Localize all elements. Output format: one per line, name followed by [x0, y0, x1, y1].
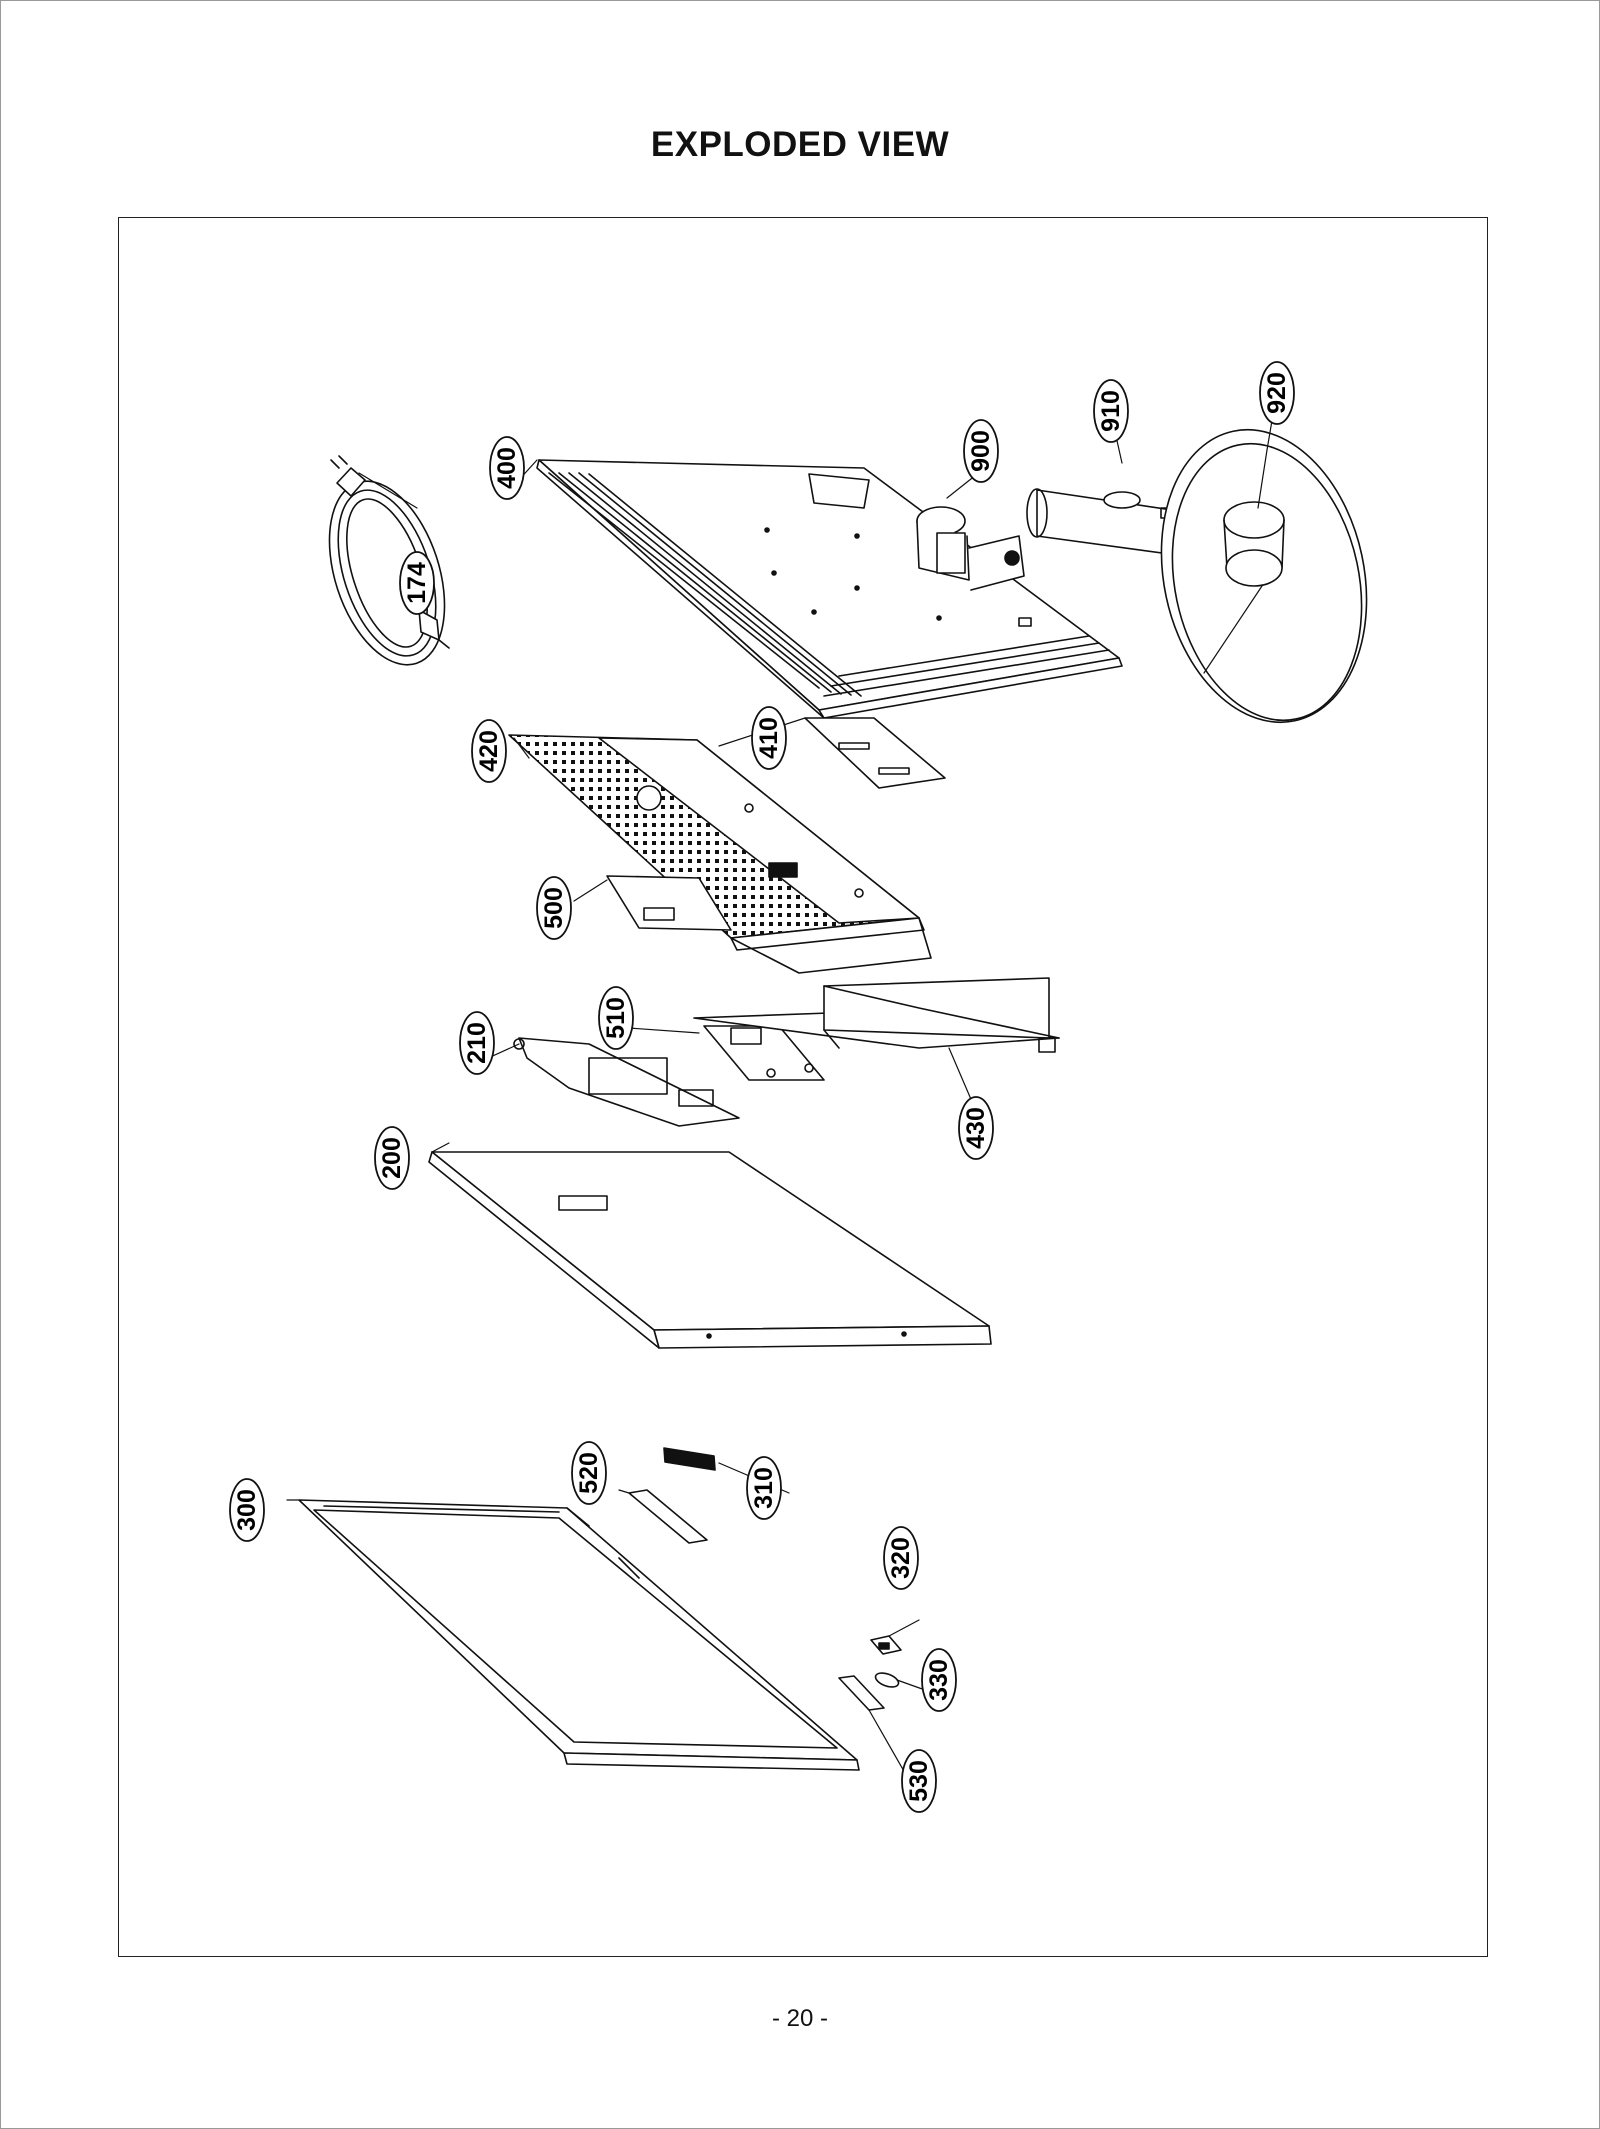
page-title: EXPLODED VIEW [650, 125, 950, 164]
power-button-part [870, 1635, 902, 1655]
callout-400-label: 400 [493, 447, 521, 489]
support-frame-part [513, 1037, 740, 1127]
callout-174-label: 174 [403, 562, 431, 604]
callout-174: 174 [399, 551, 435, 615]
callout-320: 320 [883, 1526, 919, 1590]
callout-320-label: 320 [887, 1537, 915, 1579]
callout-300: 300 [229, 1478, 265, 1542]
front-bezel-part [298, 1499, 860, 1771]
exploded-view-diagram: 174 400 900 910 920 420 410 500 510 210 … [229, 361, 1368, 1813]
callout-520: 520 [571, 1441, 607, 1505]
callout-910: 910 [1093, 379, 1129, 443]
callout-420-label: 420 [475, 730, 503, 772]
callout-500-label: 500 [540, 887, 568, 929]
callout-530-label: 530 [905, 1760, 933, 1802]
callout-200-label: 200 [378, 1137, 406, 1179]
lcd-panel-part [428, 1151, 992, 1349]
callout-310: 310 [746, 1456, 782, 1520]
callout-210: 210 [459, 1011, 495, 1075]
callout-510: 510 [598, 986, 634, 1050]
callout-420: 420 [471, 719, 507, 783]
callout-920-label: 920 [1263, 372, 1291, 414]
callout-910-label: 910 [1097, 390, 1125, 432]
callout-430-label: 430 [962, 1107, 990, 1149]
main-board-part [606, 875, 732, 931]
callout-210-label: 210 [463, 1022, 491, 1064]
control-buttons-part [663, 1447, 716, 1471]
callout-330-label: 330 [925, 1659, 953, 1701]
callout-410-label: 410 [755, 717, 783, 759]
callout-520-label: 520 [575, 1452, 603, 1494]
callout-310-label: 310 [750, 1467, 778, 1509]
callout-900: 900 [963, 419, 999, 483]
callout-410: 410 [751, 706, 787, 770]
callout-500: 500 [536, 876, 572, 940]
control-board-part [628, 1489, 708, 1544]
callout-300-label: 300 [233, 1489, 261, 1531]
callout-200: 200 [374, 1126, 410, 1190]
callout-900-label: 900 [967, 430, 995, 472]
callout-920: 920 [1259, 361, 1295, 425]
callout-330: 330 [921, 1648, 957, 1712]
led-board-part [838, 1675, 885, 1711]
page-number: - 20 - [771, 2005, 828, 2032]
stand-base-part [1160, 428, 1368, 724]
hinge-part [916, 506, 1025, 591]
shield-case-part [508, 734, 932, 974]
diagram-frame: 174 400 900 910 920 420 410 500 510 210 … [118, 217, 1488, 1957]
led-lens-part [874, 1672, 900, 1688]
callout-430: 430 [958, 1096, 994, 1160]
callout-400: 400 [489, 436, 525, 500]
interface-board-part [703, 1025, 825, 1081]
callout-510-label: 510 [602, 997, 630, 1039]
rear-frame-part [693, 977, 1060, 1053]
callout-530: 530 [901, 1749, 937, 1813]
back-cover-part [536, 459, 1123, 719]
bracket-part [804, 717, 946, 789]
